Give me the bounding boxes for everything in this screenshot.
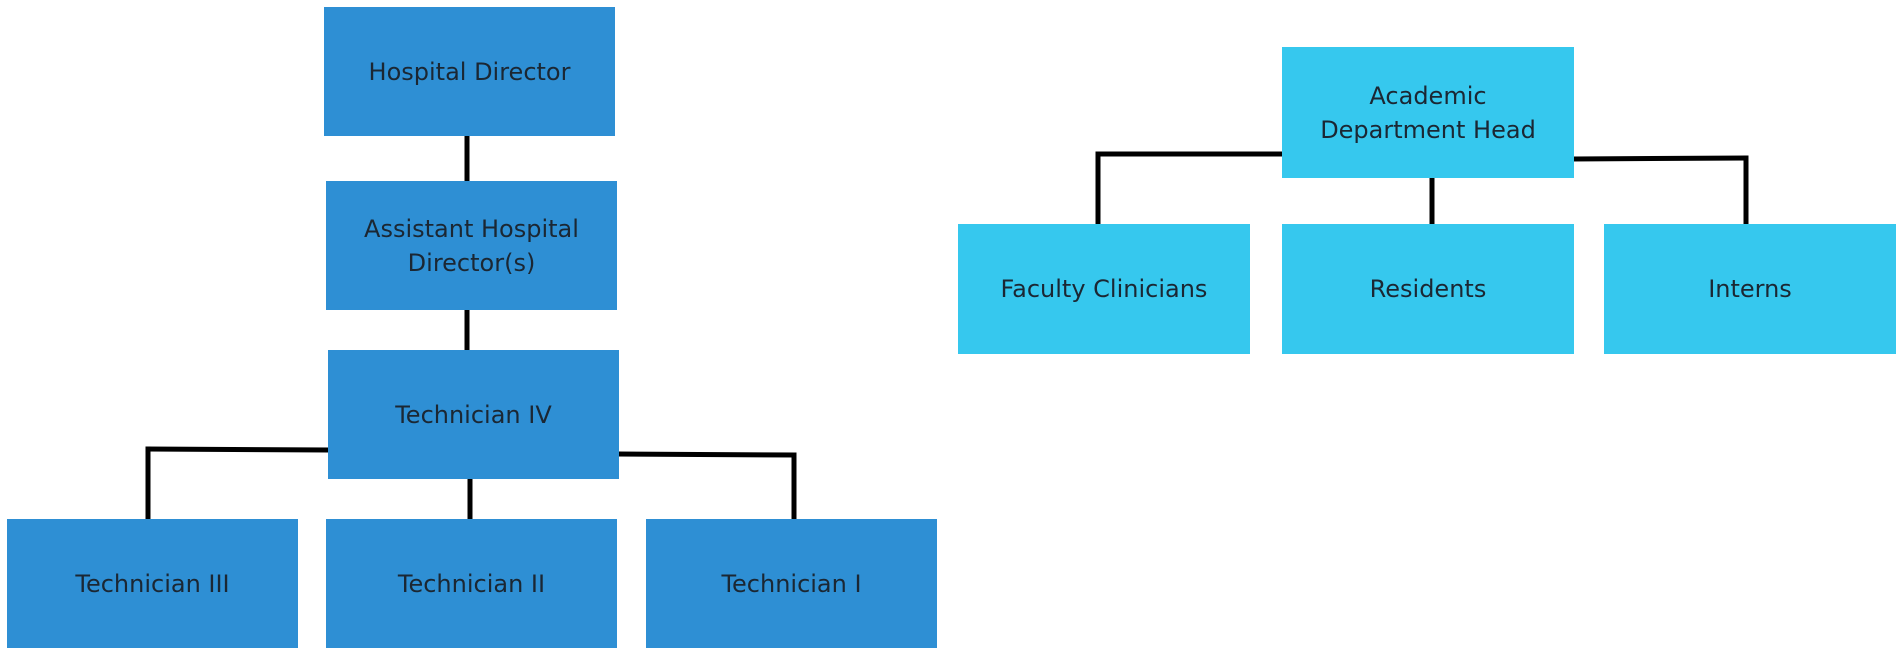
academic-department-head-box: Academic Department Head bbox=[1282, 47, 1574, 178]
technician-ii-box: Technician II bbox=[326, 519, 617, 648]
technician-i-label: Technician I bbox=[721, 569, 862, 598]
technician-iii-label: Technician III bbox=[75, 569, 230, 598]
technician-ii-label: Technician II bbox=[397, 569, 546, 598]
hospital-director-box: Hospital Director bbox=[324, 7, 615, 136]
faculty-clinicians-box: Faculty Clinicians bbox=[958, 224, 1250, 354]
connector-tech4-left-branch bbox=[145, 446, 331, 453]
residents-label: Residents bbox=[1369, 275, 1487, 303]
connector-tech4-right-branch bbox=[616, 451, 797, 458]
interns-label: Interns bbox=[1708, 275, 1792, 303]
technician-iii-box: Technician III bbox=[7, 519, 298, 648]
hospital-director-label: Hospital Director bbox=[368, 57, 571, 86]
assistant-hospital-director-label: Assistant Hospital Director(s) bbox=[364, 214, 579, 277]
technician-iv-box: Technician IV bbox=[328, 350, 619, 479]
faculty-clinicians-label: Faculty Clinicians bbox=[1000, 275, 1208, 303]
technician-i-box: Technician I bbox=[646, 519, 937, 648]
interns-box: Interns bbox=[1604, 224, 1896, 354]
assistant-hospital-director-box: Assistant Hospital Director(s) bbox=[326, 181, 617, 310]
connector-head-right-branch bbox=[1571, 155, 1749, 162]
academic-department-head-label: Academic Department Head bbox=[1320, 81, 1536, 144]
technician-iv-label: Technician IV bbox=[395, 400, 552, 429]
residents-box: Residents bbox=[1282, 224, 1574, 354]
